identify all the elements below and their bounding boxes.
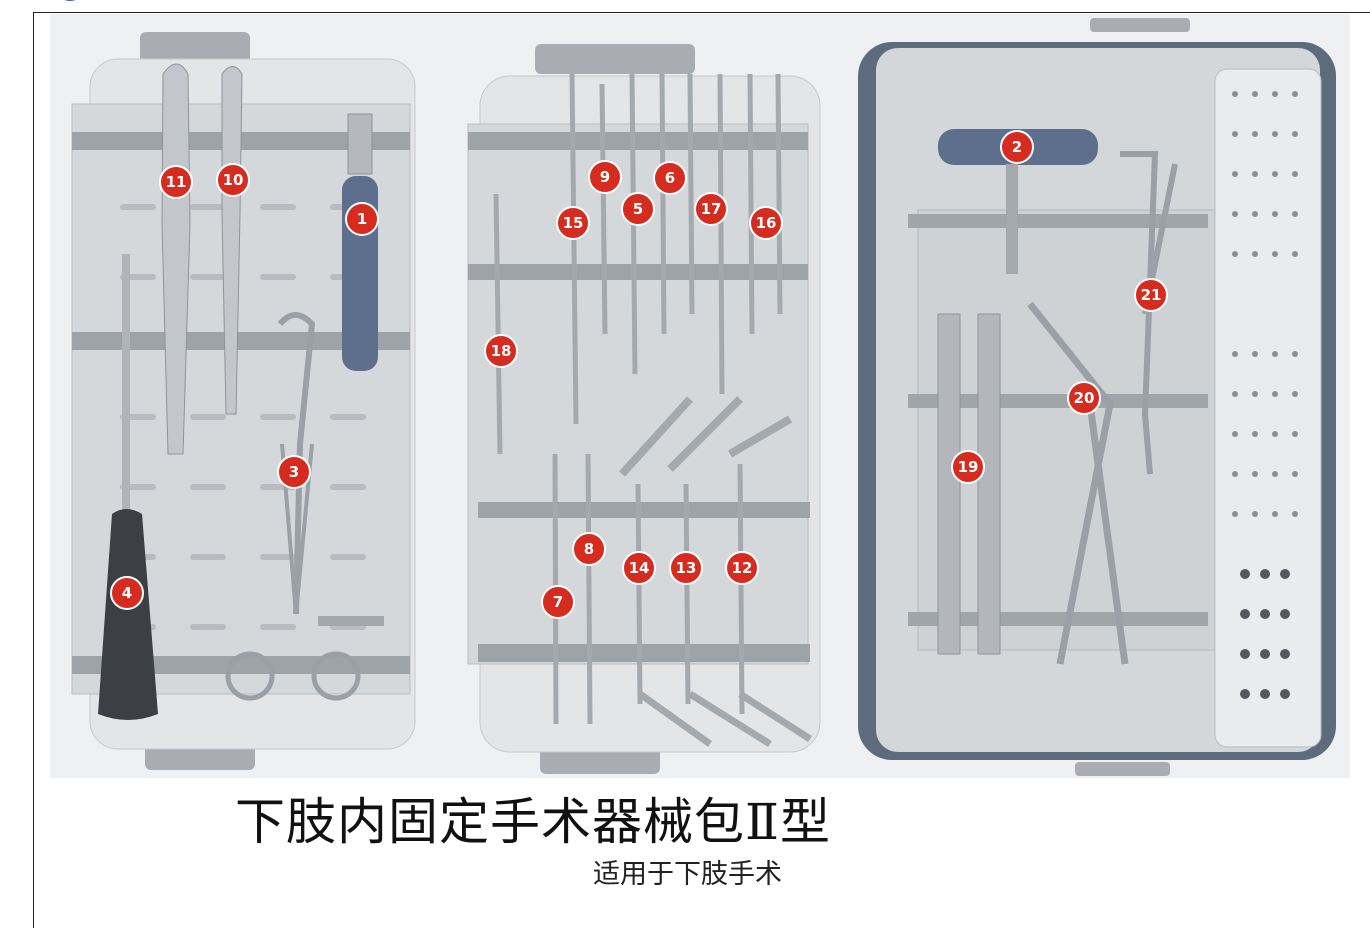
tray-illustration: 1 2 3 4 5 6 7 8 9 10 11 12 13 14 15 16 1… [50,14,1350,778]
badge-18: 18 [484,334,518,368]
badge-3: 3 [277,455,311,489]
svg-text:9: 9 [600,168,610,186]
svg-text:12: 12 [732,559,753,577]
badge-6: 6 [653,161,687,195]
document-frame [33,12,1370,928]
badge-10: 10 [216,163,250,197]
svg-text:3: 3 [289,463,299,481]
badge-9: 9 [588,160,622,194]
badge-14: 14 [622,551,656,585]
svg-text:2: 2 [1012,138,1022,156]
badge-16: 16 [749,206,783,240]
document-subtitle: 适用于下肢手术 [593,859,782,890]
svg-text:11: 11 [166,173,187,191]
brand-logo-icon [64,0,76,1]
badge-4: 4 [110,576,144,610]
badge-17: 17 [694,192,728,226]
svg-text:21: 21 [1141,286,1162,304]
badge-5: 5 [621,192,655,226]
svg-text:10: 10 [223,171,244,189]
instrument-tray-photo: 1 2 3 4 5 6 7 8 9 10 11 12 13 14 15 16 1… [50,14,1350,778]
svg-text:20: 20 [1074,389,1095,407]
svg-text:5: 5 [633,200,643,218]
badge-1: 1 [345,202,379,236]
badge-11: 11 [159,165,193,199]
badge-13: 13 [669,551,703,585]
badge-7: 7 [541,585,575,619]
instrument-number-badges: 1 2 3 4 5 6 7 8 9 10 11 12 13 14 15 16 1… [110,130,1168,619]
tray-left [71,32,416,770]
svg-text:14: 14 [629,559,650,577]
document-title: 下肢内固定手术器械包Ⅱ型 [235,793,831,851]
svg-text:13: 13 [676,559,697,577]
tray-middle [467,44,821,774]
svg-text:19: 19 [958,458,979,476]
svg-text:15: 15 [563,214,584,232]
badge-21: 21 [1134,278,1168,312]
svg-text:8: 8 [584,540,594,558]
svg-text:16: 16 [756,214,777,232]
badge-12: 12 [725,551,759,585]
badge-15: 15 [556,206,590,240]
badge-8: 8 [572,532,606,566]
badge-2: 2 [1000,130,1034,164]
svg-text:1: 1 [357,210,367,228]
svg-text:17: 17 [701,200,722,218]
svg-text:7: 7 [553,593,563,611]
svg-text:18: 18 [491,342,512,360]
svg-text:6: 6 [665,169,675,187]
badge-20: 20 [1067,381,1101,415]
badge-19: 19 [951,450,985,484]
svg-text:4: 4 [122,584,132,602]
